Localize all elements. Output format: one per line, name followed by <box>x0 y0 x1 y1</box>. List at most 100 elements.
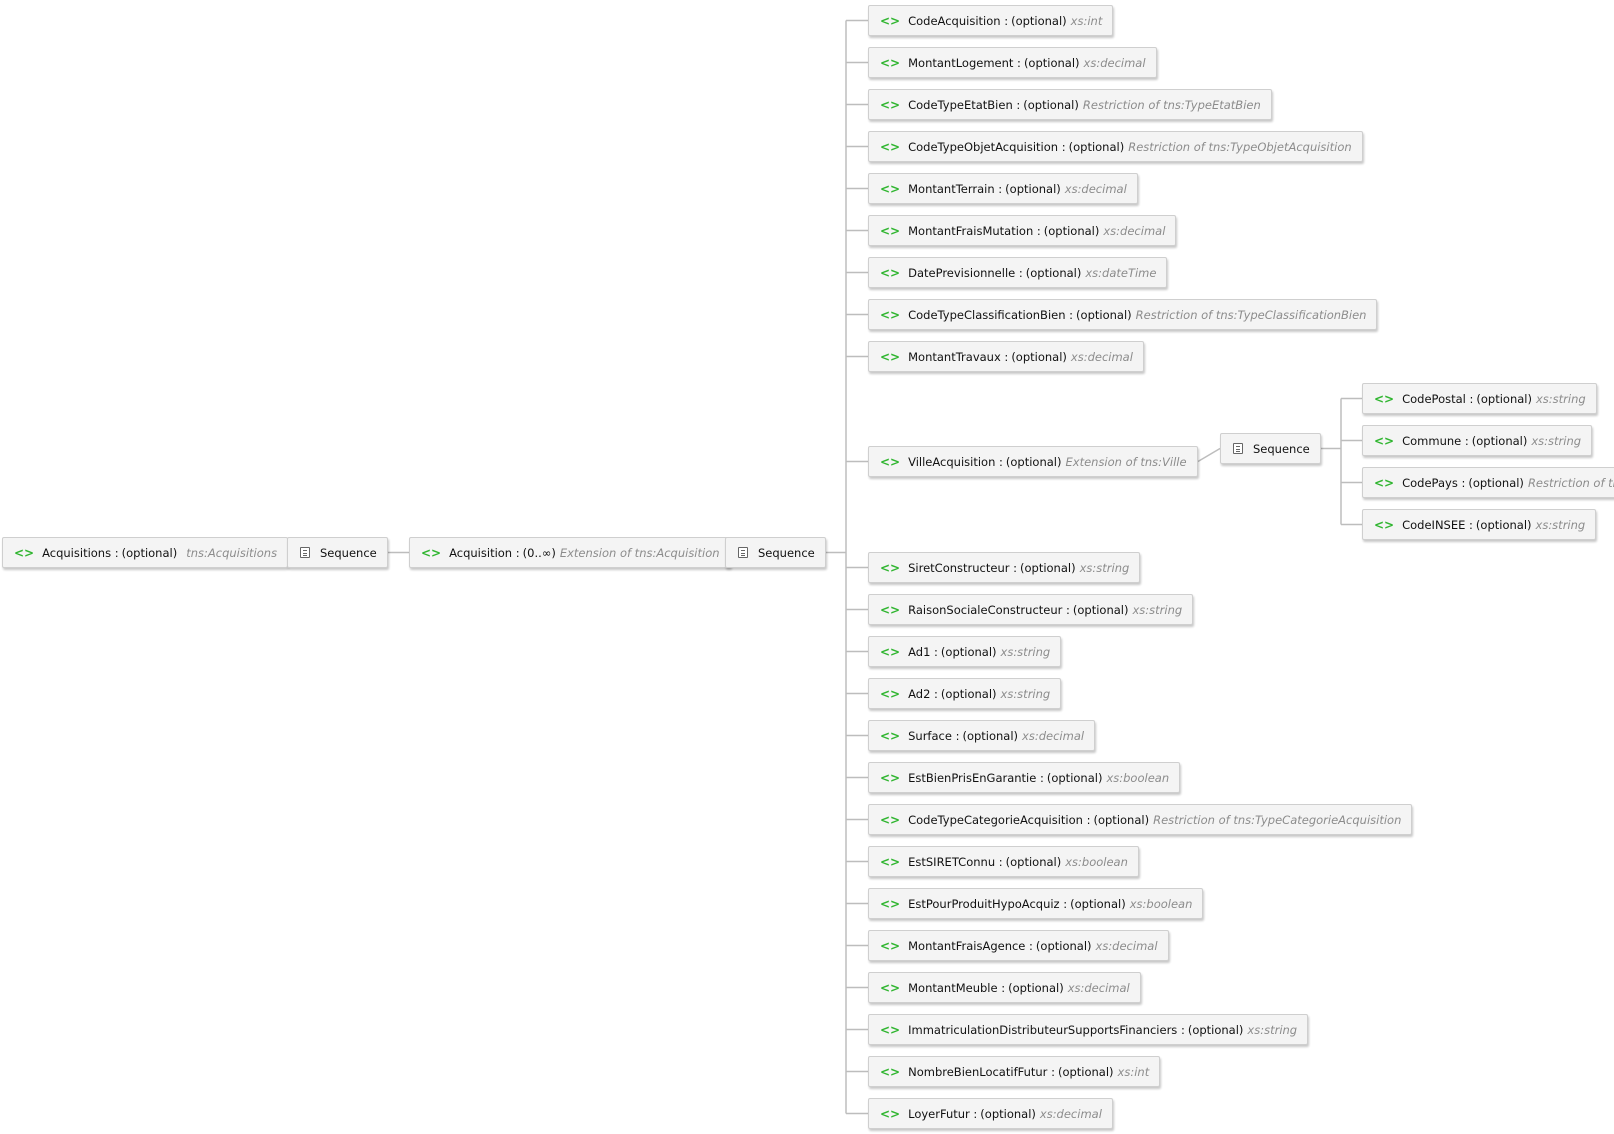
element-icon: <> <box>880 1106 901 1121</box>
acquisition-element-node[interactable]: <> Acquisition : (0..∞) Extension of tns… <box>409 537 731 568</box>
element-node-code-type-objet-acquisition[interactable]: <>CodeTypeObjetAcquisition :(optional)Re… <box>868 131 1363 162</box>
element-node-montant-frais-mutation[interactable]: <>MontantFraisMutation :(optional)xs:dec… <box>868 215 1177 246</box>
element-icon: <> <box>1374 475 1395 490</box>
sequence-label: Sequence <box>758 545 815 560</box>
element-icon: <> <box>1374 433 1395 448</box>
element-occurrence: (optional) <box>1025 265 1082 280</box>
element-icon: <> <box>880 812 901 827</box>
element-occurrence: (optional) <box>1011 13 1067 28</box>
element-node-montant-logement[interactable]: <>MontantLogement :(optional)xs:decimal <box>868 47 1157 78</box>
element-type: xs:boolean <box>1065 854 1128 869</box>
element-occurrence: (optional) <box>1011 349 1067 364</box>
element-node-code-type-classification-bien[interactable]: <>CodeTypeClassificationBien :(optional)… <box>868 299 1378 330</box>
element-icon: <> <box>880 896 901 911</box>
element-icon: <> <box>880 560 901 575</box>
element-name: EstPourProduitHypoAcquiz <box>908 896 1060 911</box>
element-icon: <> <box>1374 517 1395 532</box>
element-name: MontantFraisAgence <box>908 938 1026 953</box>
element-name: NombreBienLocatifFutur <box>908 1064 1048 1079</box>
element-occurrence: (optional) <box>1008 980 1064 995</box>
element-node-immatriculation-distributeur-supports-financiers[interactable]: <> ImmatriculationDistributeurSupportsFin… <box>868 1014 1309 1045</box>
element-icon: <> <box>880 454 901 469</box>
element-type: Restriction of tns:TypeEtatBien <box>1082 97 1261 112</box>
sequence-label: Sequence <box>1253 441 1310 456</box>
element-name: CodeAcquisition <box>908 13 1001 28</box>
element-occurrence: (optional) <box>1471 433 1528 448</box>
element-node-raison-sociale-constructeur[interactable]: <>RaisonSocialeConstructeur :(optional)x… <box>868 594 1194 625</box>
element-node-ad2[interactable]: <>Ad2 :(optional)xs:string <box>868 678 1062 709</box>
element-type: xs:decimal <box>1022 728 1085 743</box>
element-type: Extension of tns:Acquisition <box>559 545 720 560</box>
element-occurrence: (optional) <box>1046 770 1103 785</box>
element-occurrence: (optional) <box>1093 812 1150 827</box>
element-icon: <> <box>880 181 901 196</box>
element-node-code-type-etat-bien[interactable]: <>CodeTypeEtatBien :(optional)Restrictio… <box>868 89 1272 120</box>
element-icon: <> <box>880 55 901 70</box>
element-name: CodeINSEE <box>1402 517 1466 532</box>
sequence-node[interactable]: Sequence <box>725 537 826 568</box>
root-element-node[interactable]: <> Acquisitions : (optional) tns:Acquisi… <box>2 537 289 568</box>
element-type: Restriction of tns:TypeObjetAcquisition <box>1128 139 1352 154</box>
element-icon: <> <box>880 307 901 322</box>
element-name: MontantMeuble <box>908 980 998 995</box>
element-occurrence: (optional) <box>1475 517 1532 532</box>
element-name: ImmatriculationDistributeurSupportsFinan… <box>908 1022 1178 1037</box>
element-node-montant-frais-agence[interactable]: <>MontantFraisAgence :(optional)xs:decim… <box>868 930 1169 961</box>
element-node-commune[interactable]: <>Commune :(optional)xs:string <box>1362 425 1593 456</box>
element-name: CodeTypeEtatBien <box>908 97 1013 112</box>
element-node-est-siretconnu[interactable]: <>EstSIRETConnu :(optional)xs:boolean <box>868 846 1139 877</box>
element-occurrence: (optional) <box>1072 602 1129 617</box>
element-icon: <> <box>421 545 442 560</box>
element-node-nombre-bien-locatif-futur[interactable]: <>NombreBienLocatifFutur :(optional)xs:i… <box>868 1056 1161 1087</box>
element-name: Ad1 <box>908 644 931 659</box>
element-name: Acquisitions <box>42 545 112 560</box>
element-node-montant-travaux[interactable]: <>MontantTravaux :(optional)xs:decimal <box>868 341 1144 372</box>
element-node-loyer-futur[interactable]: <>LoyerFutur :(optional)xs:decimal <box>868 1098 1113 1129</box>
element-icon: <> <box>880 938 901 953</box>
element-occurrence: (optional) <box>121 545 178 560</box>
element-node-date-previsionnelle[interactable]: <>DatePrevisionnelle :(optional)xs:dateT… <box>868 257 1168 288</box>
element-node-code-postal[interactable]: <>CodePostal :(optional)xs:string <box>1362 383 1597 414</box>
element-node-ville-acquisition[interactable]: <>VilleAcquisition :(optional)Extension … <box>868 446 1198 477</box>
element-node-code-acquisition[interactable]: <>CodeAcquisition :(optional)xs:int <box>868 5 1114 36</box>
element-node-code-pays[interactable]: <>CodePays :(optional)Restriction of tns… <box>1362 467 1614 498</box>
element-name: CodeTypeObjetAcquisition <box>908 139 1059 154</box>
element-node-code-insee[interactable]: <>CodeINSEE :(optional)xs:string <box>1362 509 1597 540</box>
element-icon: <> <box>880 980 901 995</box>
element-type: xs:decimal <box>1070 349 1133 364</box>
element-name: CodeTypeClassificationBien <box>908 307 1066 322</box>
element-name: MontantFraisMutation <box>908 223 1034 238</box>
element-node-est-pour-produit-hypo-acquiz[interactable]: <>EstPourProduitHypoAcquiz :(optional)xs… <box>868 888 1204 919</box>
element-node-montant-terrain[interactable]: <>MontantTerrain :(optional)xs:decimal <box>868 173 1138 204</box>
element-icon: <> <box>880 686 901 701</box>
element-type: xs:string <box>1531 433 1582 448</box>
element-icon: <> <box>880 265 901 280</box>
element-icon: <> <box>880 854 901 869</box>
element-node-est-bien-pris-en-garantie[interactable]: <>EstBienPrisEnGarantie :(optional)xs:bo… <box>868 762 1181 793</box>
element-node-ad1[interactable]: <>Ad1 :(optional)xs:string <box>868 636 1062 667</box>
element-occurrence: (optional) <box>1057 1064 1114 1079</box>
element-type: xs:string <box>1132 602 1183 617</box>
element-occurrence: (optional) <box>980 1106 1036 1121</box>
element-node-siret-constructeur[interactable]: <>SiretConstructeur :(optional)xs:string <box>868 552 1141 583</box>
element-occurrence: (optional) <box>1023 97 1079 112</box>
element-name: EstSIRETConnu <box>908 854 996 869</box>
element-icon: <> <box>880 770 901 785</box>
sequence-node[interactable]: Sequence <box>1220 433 1321 464</box>
element-name: EstBienPrisEnGarantie <box>908 770 1037 785</box>
element-icon: <> <box>1374 391 1395 406</box>
element-icon: <> <box>880 139 901 154</box>
element-type: xs:string <box>1079 560 1130 575</box>
element-name: MontantTravaux <box>908 349 1001 364</box>
element-node-surface[interactable]: <>Surface :(optional)xs:decimal <box>868 720 1096 751</box>
element-icon: <> <box>880 1022 901 1037</box>
element-type: xs:decimal <box>1103 223 1166 238</box>
element-type: xs:decimal <box>1064 181 1127 196</box>
element-node-code-type-categorie-acquisition[interactable]: <>CodeTypeCategorieAcquisition :(optiona… <box>868 804 1413 835</box>
sequence-node[interactable]: Sequence <box>287 537 388 568</box>
connector-line <box>1197 447 1221 463</box>
element-node-montant-meuble[interactable]: <>MontantMeuble :(optional)xs:decimal <box>868 972 1141 1003</box>
element-type: Restriction of tns:Pays <box>1527 475 1614 490</box>
element-type: Restriction of tns:TypeClassificationBie… <box>1135 307 1367 322</box>
